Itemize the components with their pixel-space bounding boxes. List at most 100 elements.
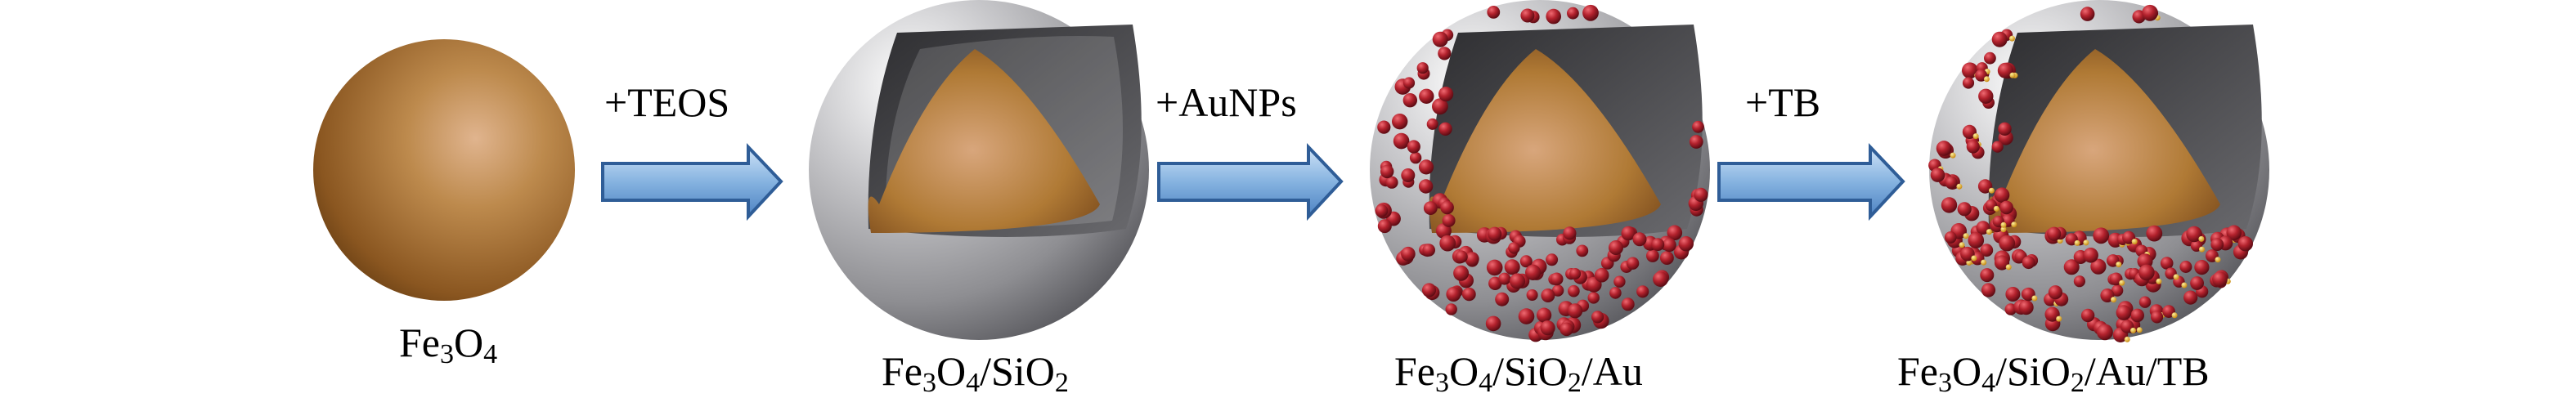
gold-nanoparticle-dot xyxy=(2210,238,2224,252)
gold-nanoparticle-dot xyxy=(1945,176,1958,189)
gold-nanoparticle-dot xyxy=(1613,275,1626,288)
gold-nanoparticle-dot xyxy=(1401,168,1416,182)
gold-nanoparticle-dot xyxy=(1423,201,1438,215)
tb-molecule-dot xyxy=(2083,239,2089,246)
gold-nanoparticle-dot xyxy=(1377,120,1391,134)
gold-nanoparticle-dot xyxy=(1439,235,1456,252)
gold-nanoparticle-dot xyxy=(1409,151,1422,164)
gold-nanoparticle-dot xyxy=(1694,187,1708,202)
gold-nanoparticle-dot xyxy=(1660,251,1674,265)
gold-nanoparticle-dot xyxy=(1621,297,1635,311)
step-label-tb: +TB xyxy=(1745,79,1821,125)
fe3o4-sio2-particle xyxy=(809,0,1149,340)
tb-molecule-dot xyxy=(2131,239,2138,245)
gold-nanoparticle-dot xyxy=(2083,248,2098,263)
gold-nanoparticle-dot xyxy=(1999,200,2013,215)
gold-nanoparticle-dot xyxy=(1582,4,1599,21)
gold-nanoparticle-dot xyxy=(2093,227,2110,244)
tb-molecule-dot xyxy=(2111,297,2116,303)
gold-nanoparticle-dot xyxy=(2080,308,2095,323)
gold-nanoparticle-dot xyxy=(1651,238,1665,252)
tb-molecule-dot xyxy=(2199,246,2205,253)
gold-nanoparticle-dot xyxy=(1446,287,1461,302)
gold-nanoparticle-dot xyxy=(2090,258,2107,275)
gold-nanoparticle-dot xyxy=(1421,283,1437,297)
tb-molecule-dot xyxy=(1972,133,1979,140)
gold-nanoparticle-dot xyxy=(2212,271,2228,287)
gold-nanoparticle-dot xyxy=(2022,256,2035,270)
gold-nanoparticle-dot xyxy=(1445,303,1457,315)
gold-nanoparticle-dot xyxy=(1418,179,1434,194)
gold-nanoparticle-dot xyxy=(2194,260,2210,275)
tb-molecule-dot xyxy=(2116,262,2122,268)
gold-nanoparticle-dot xyxy=(1520,8,1535,23)
tb-molecule-dot xyxy=(2009,72,2016,78)
tb-molecule-dot xyxy=(1959,242,1965,248)
tb-molecule-dot xyxy=(2136,327,2143,333)
gold-nanoparticle-dot xyxy=(1994,255,2010,271)
gold-nanoparticle-dot xyxy=(1587,292,1600,304)
gold-nanoparticle-dot xyxy=(1537,307,1552,323)
gold-nanoparticle-dot xyxy=(1567,7,1579,20)
gold-nanoparticle-dot xyxy=(1546,8,1561,25)
step-label-teos: +TEOS xyxy=(604,79,730,125)
label-fe3o4: Fe3O4 xyxy=(399,320,498,369)
gold-nanoparticle-dot xyxy=(1591,311,1604,324)
tb-molecule-dot xyxy=(2031,295,2038,302)
gold-nanoparticle-dot xyxy=(1962,124,1977,139)
gold-nanoparticle-dot xyxy=(1994,187,2010,203)
gold-nanoparticle-dot xyxy=(1418,159,1434,175)
gold-nanoparticle-dot xyxy=(1432,31,1448,47)
gold-nanoparticle-dot xyxy=(1488,226,1502,241)
gold-nanoparticle-dot xyxy=(2226,225,2242,241)
gold-nanoparticle-dot xyxy=(2179,261,2192,273)
gold-nanoparticle-dot xyxy=(1998,122,2012,136)
gold-nanoparticle-dot xyxy=(1568,284,1580,297)
gold-nanoparticle-dot xyxy=(1465,252,1479,266)
gold-nanoparticle-dot xyxy=(1981,283,1996,297)
gold-nanoparticle-dot xyxy=(1968,232,1985,248)
gold-nanoparticle-dot xyxy=(1402,93,1418,108)
gold-nanoparticle-dot xyxy=(1632,232,1647,247)
tb-molecule-dot xyxy=(2198,235,2205,242)
gold-nanoparticle-dot xyxy=(2111,284,2124,297)
gold-nanoparticle-dot xyxy=(1488,276,1502,290)
gold-nanoparticle-dot xyxy=(1498,272,1511,285)
gold-nanoparticle-dot xyxy=(1999,235,2016,252)
gold-nanoparticle-dot xyxy=(1518,308,1535,324)
gold-nanoparticle-dot xyxy=(1453,265,1470,281)
arrow-teos xyxy=(601,143,783,221)
gold-nanoparticle-dot xyxy=(1936,141,1952,156)
gold-nanoparticle-dot xyxy=(2004,303,2017,315)
gold-nanoparticle-dot xyxy=(1546,253,1559,266)
gold-nanoparticle-dot xyxy=(1653,271,1668,287)
gold-nanoparticle-dot xyxy=(1576,244,1589,257)
tb-molecule-dot xyxy=(2009,35,2015,42)
gold-nanoparticle-dot xyxy=(1402,77,1416,89)
gold-nanoparticle-dot xyxy=(2063,259,2080,275)
gold-nanoparticle-dot xyxy=(2018,300,2034,315)
gold-nanoparticle-dot xyxy=(1997,62,2013,78)
gold-nanoparticle-dot xyxy=(1541,288,1555,302)
tb-molecule-dot xyxy=(1963,233,1969,239)
gold-nanoparticle-dot xyxy=(1401,246,1416,262)
gold-nanoparticle-dot xyxy=(2080,7,2095,21)
gold-nanoparticle-dot xyxy=(2138,296,2152,308)
gold-nanoparticle-dot xyxy=(1540,320,1555,336)
gold-nanoparticle-dot xyxy=(1393,132,1410,150)
gold-nanoparticle-dot xyxy=(2190,276,2205,290)
gold-nanoparticle-dot xyxy=(1392,114,1408,130)
gold-nanoparticle-dot xyxy=(1416,62,1429,74)
gold-nanoparticle-dot xyxy=(1504,259,1520,275)
gold-nanoparticle-dot xyxy=(1941,197,1958,213)
gold-nanoparticle-dot xyxy=(1455,250,1468,263)
gold-nanoparticle-dot xyxy=(1440,200,1454,215)
gold-nanoparticle-dot xyxy=(1526,289,1538,301)
gold-nanoparticle-dot xyxy=(1626,257,1640,270)
gold-nanoparticle-dot xyxy=(1432,98,1448,115)
gold-nanoparticle-dot xyxy=(1485,315,1501,332)
gold-nanoparticle-dot xyxy=(1462,287,1476,302)
tb-molecule-dot xyxy=(1950,152,1956,159)
tb-molecule-dot xyxy=(1986,229,1992,235)
gold-nanoparticle-dot xyxy=(2044,306,2060,322)
